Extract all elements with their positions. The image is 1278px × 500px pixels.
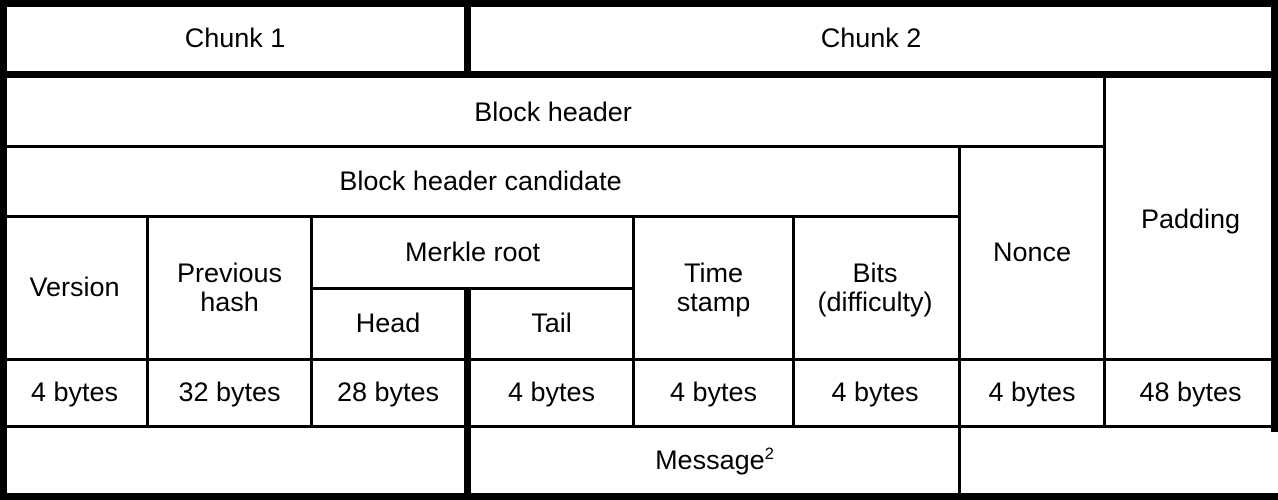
padding-label: Padding [1140,203,1241,234]
rule-h-above-bytes [3,358,1275,361]
message-row-left-empty-cell [3,428,463,494]
bytes-label-version: 4 bytes [30,377,119,408]
chunk-1-label: Chunk 1 [184,23,286,54]
rule-h-below-bytes [3,425,1275,428]
bytes-cell-version: 4 bytes [3,361,146,425]
bytes-cell-time-stamp: 4 bytes [635,361,792,425]
border-chunk-bottom [0,71,1278,78]
bytes-cell-padding: 48 bytes [1106,361,1275,425]
rule-v-nonce-padding [1103,78,1106,428]
bytes-label-merkle-tail: 4 bytes [507,377,596,408]
bytes-cell-bits: 4 bytes [795,361,955,425]
bits-difficulty-cell: Bits (difficulty) [795,218,955,358]
message-cell: Message2 [471,428,958,494]
border-bottom [0,493,1278,500]
bytes-cell-nonce: 4 bytes [961,361,1103,425]
merkle-tail-cell: Tail [471,290,632,358]
rule-v-merkle-timestamp [632,215,635,425]
merkle-root-cell: Merkle root [313,218,632,287]
rule-h-merkle-split [313,287,635,290]
block-header-candidate-label: Block header candidate [339,165,622,196]
rule-v-version-prevhash [146,215,149,425]
bytes-label-nonce: 4 bytes [988,377,1076,408]
previous-hash-label: Previous hash [176,257,283,317]
version-label: Version [29,272,120,303]
message-label: Message2 [655,444,774,476]
chunk-1-cell: Chunk 1 [7,7,463,71]
merkle-head-cell: Head [313,290,463,358]
chunk-separator-top [464,0,471,78]
merkle-tail-label: Tail [531,308,572,339]
bits-difficulty-label: Bits (difficulty) [817,257,933,317]
time-stamp-label: Time stamp [676,257,751,317]
chunk-2-cell: Chunk 2 [471,7,1271,71]
time-stamp-cell: Time stamp [635,218,792,358]
border-top [0,0,1278,7]
bytes-label-bits: 4 bytes [831,377,919,408]
nonce-label: Nonce [992,237,1072,268]
border-right [1271,0,1278,432]
message-row-right-empty-cell [961,428,1275,494]
chunk-2-label: Chunk 2 [820,23,922,54]
bytes-cell-merkle-head: 28 bytes [313,361,463,425]
message-superscript: 2 [764,444,774,464]
border-left [0,0,7,500]
merkle-root-label: Merkle root [404,236,541,267]
rule-v-timestamp-bits [792,215,795,425]
chunk-separator-bottom [464,287,471,500]
bytes-cell-previous-hash: 32 bytes [149,361,310,425]
block-header-candidate-cell: Block header candidate [3,148,958,215]
padding-cell: Padding [1106,81,1275,358]
version-cell: Version [3,218,146,358]
rule-v-prevhash-merkle [310,215,313,425]
bytes-cell-merkle-tail: 4 bytes [471,361,632,425]
block-header-label: Block header [474,97,632,128]
bytes-label-time-stamp: 4 bytes [669,377,758,408]
rule-h-under-candidate [3,215,961,218]
block-header-cell: Block header [3,81,1103,145]
rule-v-bits-nonce [958,145,961,494]
previous-hash-cell: Previous hash [149,218,310,358]
bytes-label-previous-hash: 32 bytes [178,377,281,408]
nonce-cell: Nonce [961,148,1103,358]
bytes-label-padding: 48 bytes [1139,377,1242,408]
merkle-head-label: Head [355,308,421,339]
bytes-label-merkle-head: 28 bytes [336,377,440,408]
rule-h-under-block-header [3,145,1106,148]
